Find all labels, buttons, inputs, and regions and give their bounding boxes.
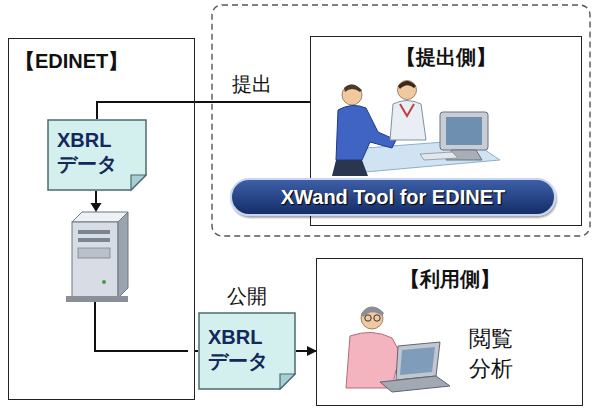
data-document: XBRL データ — [198, 312, 296, 390]
document-label: XBRL データ — [57, 128, 117, 176]
server-icon — [66, 212, 128, 302]
box-heading: 【利用側】 — [317, 267, 582, 292]
system-box: XBRL データ 【EDINET】 — [8, 38, 195, 400]
tool-pill: XWand Tool for EDINET — [230, 178, 556, 216]
document-fold — [131, 175, 146, 190]
publish-wire — [95, 302, 188, 351]
document-outline — [199, 313, 295, 389]
tool-name: XWand Tool for EDINET — [281, 186, 505, 209]
edge-label: 公開 — [225, 284, 269, 308]
box-body-text: 閲覧 分析 — [469, 324, 513, 383]
connector — [195, 350, 198, 352]
edge-label: 提出 — [230, 72, 274, 96]
viewer-illustration — [346, 307, 450, 392]
dashed-region — [212, 5, 590, 236]
document-fold — [280, 374, 295, 389]
actor-box: 【利用側】閲覧 分析 — [316, 258, 583, 406]
down-arrow — [91, 191, 102, 212]
actor-box: XWand Tool for EDINET【提出側】 — [310, 36, 582, 226]
box-heading: 【提出側】 — [311, 45, 581, 70]
connector — [97, 102, 310, 119]
connector — [296, 350, 316, 352]
office-workers-illustration — [332, 81, 500, 177]
document-label: XBRL データ — [208, 325, 268, 373]
document-outline — [48, 120, 146, 190]
box-heading: 【EDINET】 — [15, 49, 194, 74]
data-document: XBRL データ — [47, 119, 147, 191]
